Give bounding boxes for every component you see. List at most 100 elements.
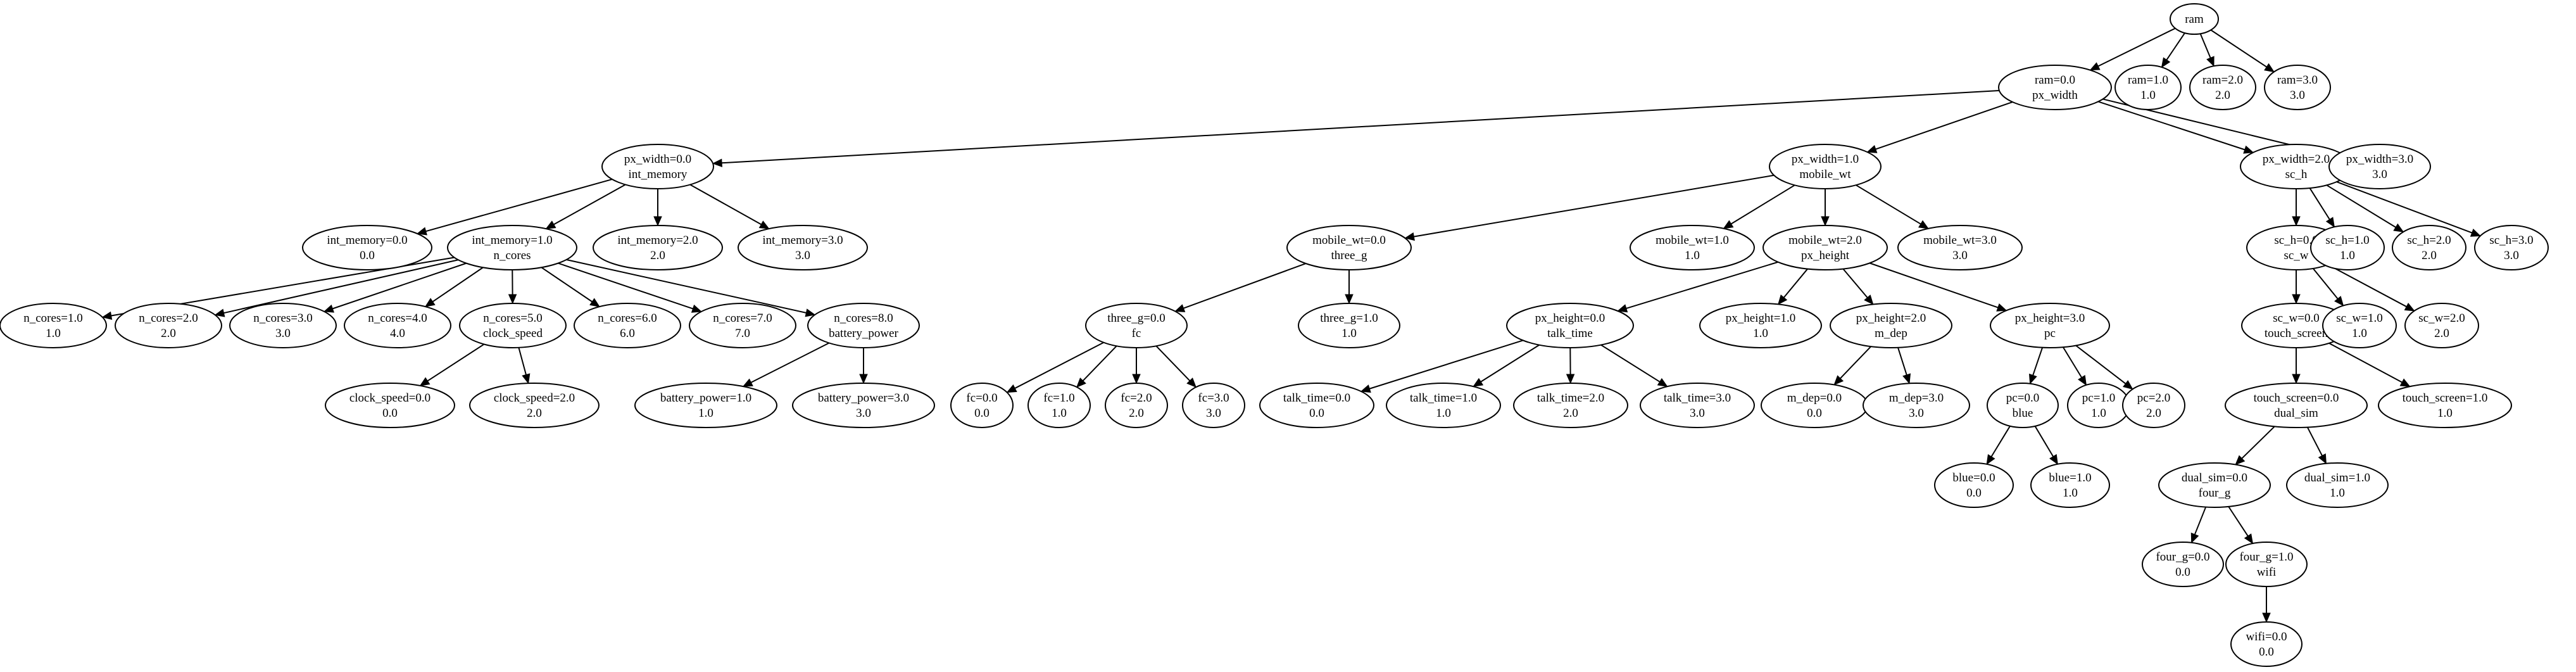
node-condition-label: battery_power=3.0 (818, 391, 909, 405)
edge-line (722, 89, 1999, 164)
tree-node-n30: three_g=1.0 1.0 (1298, 303, 1400, 348)
node-value-label: 3.0 (1690, 407, 1705, 420)
node-value-label: 3.0 (1952, 249, 1968, 262)
node-condition-label: pc=1.0 (2082, 391, 2115, 405)
node-ellipse (1105, 383, 1168, 428)
tree-node-n55: sc_w=1.01.0 (2322, 303, 2397, 348)
node-condition-label: mobile_wt=0.0 (1312, 234, 1386, 247)
edge-n7-n52 (2326, 184, 2404, 232)
tree-node-n29: three_g=0.0fc (1085, 303, 1188, 348)
edge-arrowhead (2334, 296, 2344, 307)
tree-node-n46: pc=1.0 1.0 (2067, 383, 2130, 428)
edge-line (689, 184, 762, 225)
node-value-label: 1.0 (2437, 407, 2453, 420)
node-condition-label: sc_w=2.0 (2418, 312, 2465, 325)
edge-n38-n46 (2063, 346, 2087, 386)
node-condition-label: ram=2.0 (2202, 73, 2243, 87)
edge-line (427, 343, 485, 382)
edge-n59-n61 (2190, 507, 2207, 543)
edge-arrowhead (742, 378, 753, 387)
node-condition-label: m_dep=3.0 (1889, 391, 1944, 405)
edge-n27-n35 (1617, 261, 1778, 313)
edge-n37-n44 (1897, 347, 1911, 384)
node-condition-label: n_cores=2.0 (139, 312, 198, 325)
node-condition-label: n_cores=4.0 (368, 312, 427, 325)
node-condition-label: three_g=1.0 (1320, 312, 1378, 325)
node-ellipse (2225, 542, 2308, 587)
node-ellipse (1513, 383, 1628, 428)
edge-line (1155, 345, 1191, 381)
tree-node-n42: talk_time=3.03.0 (1640, 383, 1755, 428)
edge-arrowhead (2264, 63, 2275, 73)
node-value-label: 1.0 (2091, 407, 2106, 420)
node-value-label: sc_w (2284, 249, 2308, 262)
node-condition-label: pc=2.0 (2137, 391, 2170, 405)
node-ellipse (2286, 462, 2389, 508)
tree-node-n1: ram=0.0px_width (1998, 65, 2112, 110)
tree-node-n39: talk_time=0.00.0 (1259, 383, 1374, 428)
tree-node-n4: ram=3.03.0 (2264, 65, 2331, 110)
edge-n5-n9 (416, 179, 613, 236)
edge-arrowhead (805, 308, 816, 317)
edge-n57-n60 (2306, 427, 2327, 464)
tree-node-n28: mobile_wt=3.03.0 (1897, 225, 2023, 270)
node-condition-label: three_g=0.0 (1107, 312, 1165, 325)
edge-n57-n59 (2235, 426, 2275, 466)
edge-arrowhead (1902, 373, 1911, 384)
edge-n45-n48 (1986, 426, 2011, 465)
node-condition-label: px_width=1.0 (1792, 153, 1859, 166)
tree-node-n24: battery_power=3.0 3.0 (792, 383, 935, 428)
node-ellipse (1897, 225, 2023, 270)
node-ellipse (115, 303, 222, 348)
node-ellipse (2142, 542, 2224, 587)
node-value-label: dual_sim (2274, 407, 2318, 420)
edge-arrowhead (1006, 384, 1017, 393)
tree-node-n26: mobile_wt=1.01.0 (1630, 225, 1755, 270)
edge-line (2327, 263, 2407, 308)
node-value-label: 1.0 (1685, 249, 1700, 262)
node-value-label: 1.0 (698, 407, 713, 420)
node-condition-label: touch_screen=0.0 (2254, 391, 2339, 405)
node-condition-label: ram (2185, 13, 2204, 26)
node-value-label: px_width (2032, 89, 2078, 102)
edge-n1-n6 (1866, 101, 2013, 153)
edge-line (1875, 101, 2013, 150)
node-value-label: 1.0 (1436, 407, 1451, 420)
tree-node-n44: m_dep=3.03.0 (1863, 383, 1970, 428)
edge-n5-n12 (689, 184, 770, 229)
node-value-label: 3.0 (2372, 168, 2387, 181)
edge-arrowhead (419, 377, 430, 386)
node-condition-label: touch_screen=1.0 (2403, 391, 2488, 405)
node-value-label: 3.0 (275, 327, 291, 340)
node-value-label: 2.0 (2215, 89, 2230, 102)
node-ellipse (593, 225, 723, 270)
node-ellipse (2067, 383, 2130, 428)
edge-line (1183, 263, 1306, 309)
node-ellipse (950, 383, 1014, 428)
edge-arrowhead (2292, 374, 2301, 384)
node-value-label: 1.0 (1341, 327, 1357, 340)
node-value-label: 3.0 (856, 407, 871, 420)
edge-arrowhead (508, 294, 517, 305)
tree-node-n61: four_g=0.00.0 (2142, 542, 2224, 587)
node-ellipse (2030, 462, 2110, 508)
node-ellipse (325, 383, 455, 428)
node-condition-label: px_width=3.0 (2346, 153, 2413, 166)
node-value-label: 0.0 (382, 407, 398, 420)
edge-n25-n30 (1345, 270, 1354, 305)
edge-arrowhead (214, 308, 225, 317)
node-condition-label: sc_w=0.0 (2273, 312, 2320, 325)
edge-line (2166, 32, 2185, 61)
node-value-label: touch_screen (2265, 327, 2328, 340)
edge-n35-n39 (1360, 339, 1523, 393)
edge-arrowhead (1566, 374, 1575, 384)
node-ellipse (1934, 462, 2014, 508)
tree-node-n34: fc=3.03.0 (1182, 383, 1245, 428)
edge-arrowhead (758, 220, 770, 229)
edge-n0-n4 (2210, 29, 2275, 73)
edge-arrowhead (1174, 304, 1186, 312)
node-value-label: int_memory (629, 168, 688, 181)
node-value-label: 1.0 (2140, 89, 2156, 102)
